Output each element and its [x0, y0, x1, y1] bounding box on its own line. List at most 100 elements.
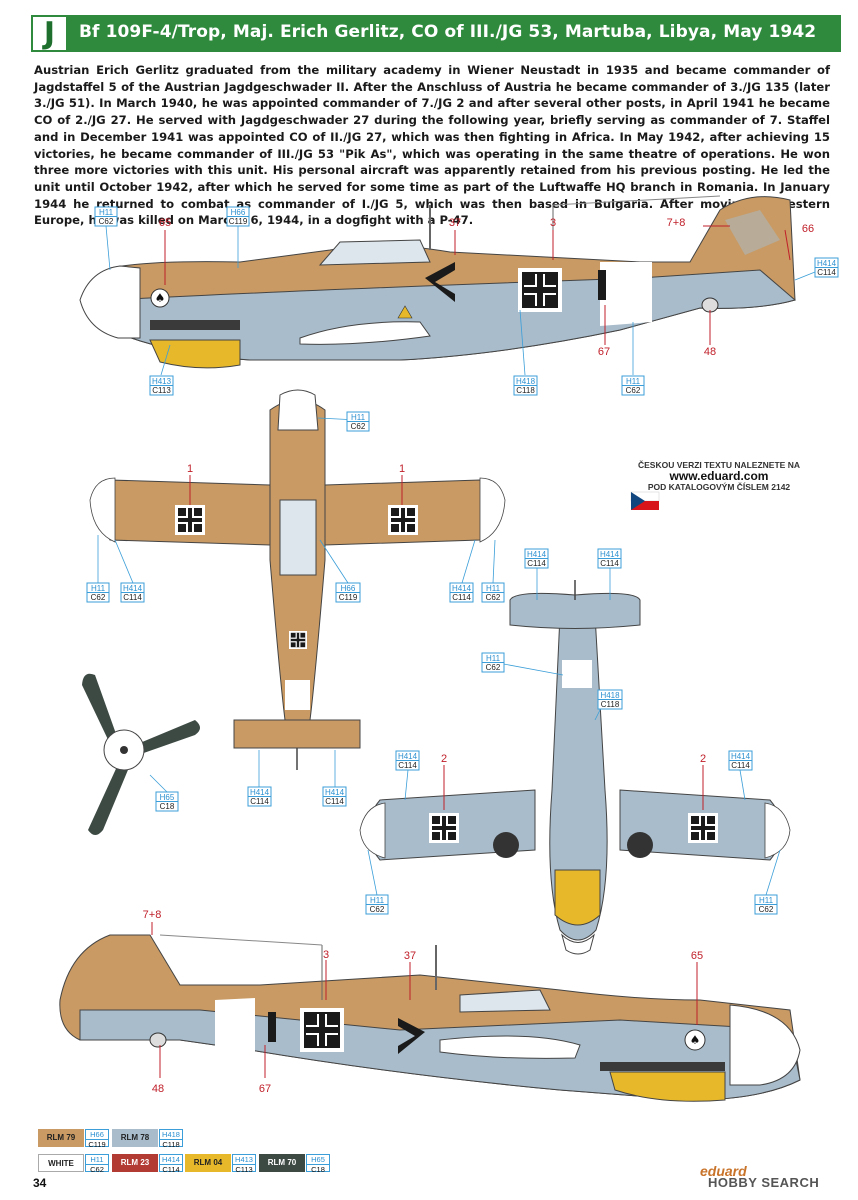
svg-text:C113: C113 — [152, 386, 171, 395]
svg-text:H11: H11 — [370, 896, 385, 905]
svg-text:C62: C62 — [99, 217, 114, 226]
legend-swatch-rlm70: RLM 70 — [259, 1154, 305, 1172]
svg-text:♠: ♠ — [155, 291, 166, 305]
czech-version-note: ČESKOU VERZI TEXTU NALEZNETE NA www.edua… — [631, 460, 807, 493]
callout-65-a: 65 — [159, 217, 171, 229]
svg-text:C114: C114 — [123, 593, 142, 602]
svg-text:C114: C114 — [250, 797, 269, 806]
svg-text:C114: C114 — [452, 593, 471, 602]
code-box-h11-bottom-left: H11 C62 — [365, 894, 389, 915]
svg-text:H11: H11 — [351, 413, 366, 422]
color-leader-lines — [97, 225, 826, 896]
svg-text:C62: C62 — [626, 386, 641, 395]
profile-title: Bf 109F-4/Trop, Maj. Erich Gerlitz, CO o… — [79, 22, 817, 42]
legend-swatch-rlm79: RLM 79 — [38, 1129, 84, 1147]
svg-text:H66: H66 — [341, 584, 356, 593]
callout-3-b: 3 — [323, 949, 329, 961]
svg-text:H414: H414 — [731, 752, 751, 761]
eduard-logo: eduard — [700, 1163, 747, 1179]
svg-text:C119: C119 — [229, 217, 248, 226]
svg-text:♠: ♠ — [690, 1033, 701, 1047]
svg-text:C114: C114 — [600, 559, 619, 568]
svg-text:H413: H413 — [152, 377, 172, 386]
code-box-h414-top-right: H414 C114 — [449, 582, 474, 603]
legend-swatch-rlm04: RLM 04 — [185, 1154, 231, 1172]
legend-swatch-white: WHITE — [38, 1154, 84, 1172]
svg-text:H66: H66 — [231, 208, 246, 217]
code-box-h414-top-tail-right: H414 C114 — [322, 786, 347, 807]
propeller-view — [82, 673, 200, 835]
code-box-h66-top: H66 C119 — [335, 582, 361, 603]
svg-text:H11: H11 — [626, 377, 641, 386]
code-box-h414-top-left: H414 C114 — [120, 582, 145, 603]
callout-78-b: 7+8 — [143, 909, 162, 921]
svg-text:C62: C62 — [486, 663, 501, 672]
callout-1-right: 1 — [399, 463, 405, 475]
czech-line1: ČESKOU VERZI TEXTU NALEZNETE NA — [638, 460, 800, 470]
callout-78-a: 7+8 — [667, 217, 686, 229]
code-box-h414-bottom-right: H414 C114 — [728, 750, 753, 771]
code-box-h65-prop: H65 C18 — [155, 791, 179, 812]
code-box-h414-top-tail-left: H414 C114 — [247, 786, 272, 807]
svg-text:H418: H418 — [600, 691, 620, 700]
svg-text:H11: H11 — [759, 896, 774, 905]
profile-letter: J — [31, 15, 68, 52]
callout-1-left: 1 — [187, 463, 193, 475]
callout-37-b: 37 — [404, 950, 416, 962]
svg-text:H65: H65 — [160, 793, 175, 802]
eduard-url-link[interactable]: www.eduard.com — [669, 469, 769, 483]
svg-text:H418: H418 — [516, 377, 536, 386]
callout-65-b: 65 — [691, 950, 703, 962]
hobby-search-logo: HOBBY SEARCH — [708, 1175, 820, 1190]
svg-text:C114: C114 — [731, 761, 750, 770]
svg-text:C62: C62 — [759, 905, 774, 914]
profile-header: J Bf 109F-4/Trop, Maj. Erich Gerlitz, CO… — [31, 15, 841, 52]
code-box-h414-side1: H414 C114 — [814, 257, 839, 278]
page-number: 34 — [33, 1176, 47, 1190]
svg-text:C62: C62 — [370, 905, 385, 914]
code-box-h414-bottom-tail-left: H414 C114 — [524, 548, 549, 569]
svg-text:H414: H414 — [250, 788, 270, 797]
svg-text:C62: C62 — [486, 593, 501, 602]
code-box-h11-top-right: H11 C62 — [481, 582, 505, 603]
callout-lines — [151, 225, 791, 1078]
code-box-h11-bottom-band: H11 C62 — [481, 652, 505, 673]
callout-37-a: 37 — [449, 217, 461, 229]
svg-text:H414: H414 — [452, 584, 472, 593]
svg-text:C118: C118 — [601, 700, 620, 709]
legend-swatch-rlm78: RLM 78 — [112, 1129, 158, 1147]
czech-line2: POD KATALOGOVÝM ČÍSLEM 2142 — [647, 482, 791, 492]
callout-67-b: 67 — [259, 1083, 271, 1095]
svg-text:H11: H11 — [486, 584, 501, 593]
svg-text:H414: H414 — [817, 259, 837, 268]
svg-text:H414: H414 — [325, 788, 345, 797]
code-box-h11-top-left: H11 C62 — [86, 582, 110, 603]
code-box-h414-bottom-left: H414 C114 — [395, 750, 420, 771]
callout-3-a: 3 — [550, 217, 556, 229]
bottom-view — [359, 580, 791, 955]
legend-swatch-rlm23: RLM 23 — [112, 1154, 158, 1172]
svg-text:H414: H414 — [527, 550, 547, 559]
code-box-h418-side1: H418 C118 — [513, 375, 538, 396]
top-view — [89, 389, 506, 770]
code-box-h11-bottom-right: H11 C62 — [754, 894, 778, 915]
svg-text:C114: C114 — [527, 559, 546, 568]
svg-text:C18: C18 — [160, 802, 175, 811]
callout-67-a: 67 — [598, 346, 610, 358]
svg-text:H414: H414 — [398, 752, 418, 761]
callout-48-b: 48 — [152, 1083, 164, 1095]
svg-text:H414: H414 — [123, 584, 143, 593]
callout-2-right: 2 — [700, 753, 706, 765]
code-box-h66-side1: H66 C119 — [226, 206, 250, 227]
svg-text:H414: H414 — [600, 550, 620, 559]
biography-text: Austrian Erich Gerlitz graduated from th… — [34, 63, 830, 228]
svg-text:H11: H11 — [91, 584, 106, 593]
code-box-h418-bottom: H418 C118 — [597, 689, 623, 710]
